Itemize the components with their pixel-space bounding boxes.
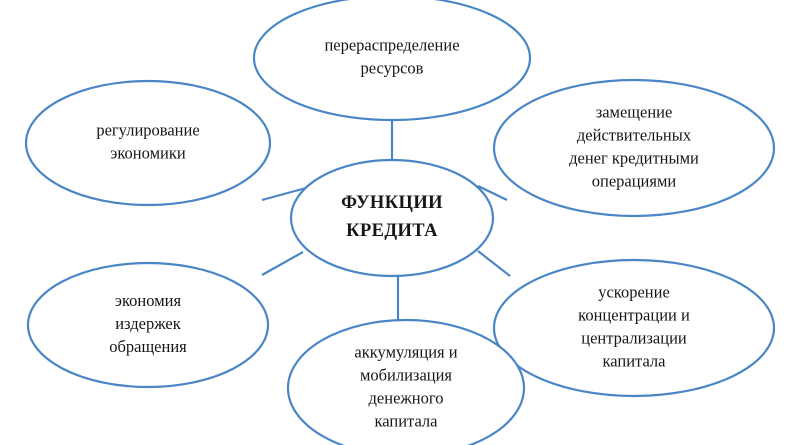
node-accumulation-label-line: капитала (375, 411, 439, 430)
node-substitution-shape (492, 78, 776, 218)
node-accumulation-label-line: аккумуляция и (354, 342, 457, 361)
node-cost-economy[interactable]: экономия издержек обращения (26, 261, 270, 389)
node-regulation[interactable]: регулирование экономики (24, 79, 272, 207)
node-acceleration-label-line: ускорение (598, 282, 670, 301)
node-substitution-label-line: действительных (577, 125, 692, 144)
node-substitution[interactable]: замещение действительных денег кредитными о… (492, 78, 776, 218)
node-accumulation-label: аккумуляция и мобилизация денежного капитал… (354, 342, 457, 430)
node-cost-economy-label-line: обращения (109, 337, 187, 356)
center-credit-functions-shape (289, 158, 495, 278)
center-credit-functions[interactable]: ФУНКЦИИ КРЕДИТА (289, 158, 495, 278)
node-substitution-label: замещение действительных денег кредитными о… (569, 102, 699, 190)
node-accumulation-shape (286, 318, 526, 445)
node-acceleration[interactable]: ускорение концентрации и централизации капи… (492, 258, 776, 398)
node-cost-economy-shape (26, 261, 270, 389)
node-regulation-label: регулирование экономики (96, 120, 199, 162)
node-substitution-label-line: денег кредитными (569, 148, 699, 167)
node-regulation-label-line: регулирование (96, 120, 199, 139)
node-acceleration-label-line: концентрации и (578, 305, 690, 324)
node-cost-economy-label-line: издержек (115, 314, 182, 333)
connector-center-acceleration (477, 250, 511, 277)
node-acceleration-label: ускорение концентрации и централизации капи… (578, 282, 690, 370)
center-credit-functions-label: ФУНКЦИИ КРЕДИТА (341, 193, 443, 241)
node-redistribution-shape (252, 0, 532, 122)
node-accumulation-label-line: мобилизация (360, 365, 452, 384)
connectors-layer (261, 120, 511, 320)
node-regulation-label-line: экономики (110, 143, 186, 162)
node-redistribution-label-line: ресурсов (361, 58, 424, 77)
node-substitution-label-line: замещение (596, 102, 673, 121)
connector-center-substitution (477, 185, 508, 201)
connector-center-regulation (261, 186, 307, 202)
node-redistribution[interactable]: перераспределение ресурсов (252, 0, 532, 122)
node-accumulation[interactable]: аккумуляция и мобилизация денежного капитал… (286, 318, 526, 445)
node-accumulation-label-line: денежного (369, 388, 444, 407)
node-substitution-label-line: операциями (592, 171, 677, 190)
nodes-layer: перераспределение ресурсов замещение действ… (24, 0, 776, 445)
node-regulation-shape (24, 79, 272, 207)
node-acceleration-shape (492, 258, 776, 398)
center-credit-functions-label-line: ФУНКЦИИ (341, 193, 443, 213)
connector-center-cost-economy (261, 251, 304, 276)
node-cost-economy-label: экономия издержек обращения (109, 291, 187, 356)
center-credit-functions-label-line: КРЕДИТА (346, 221, 438, 241)
node-acceleration-label-line: централизации (581, 328, 687, 347)
node-cost-economy-label-line: экономия (115, 291, 182, 310)
node-acceleration-label-line: капитала (603, 351, 667, 370)
node-redistribution-label-line: перераспределение (324, 35, 459, 54)
node-redistribution-label: перераспределение ресурсов (324, 35, 459, 77)
